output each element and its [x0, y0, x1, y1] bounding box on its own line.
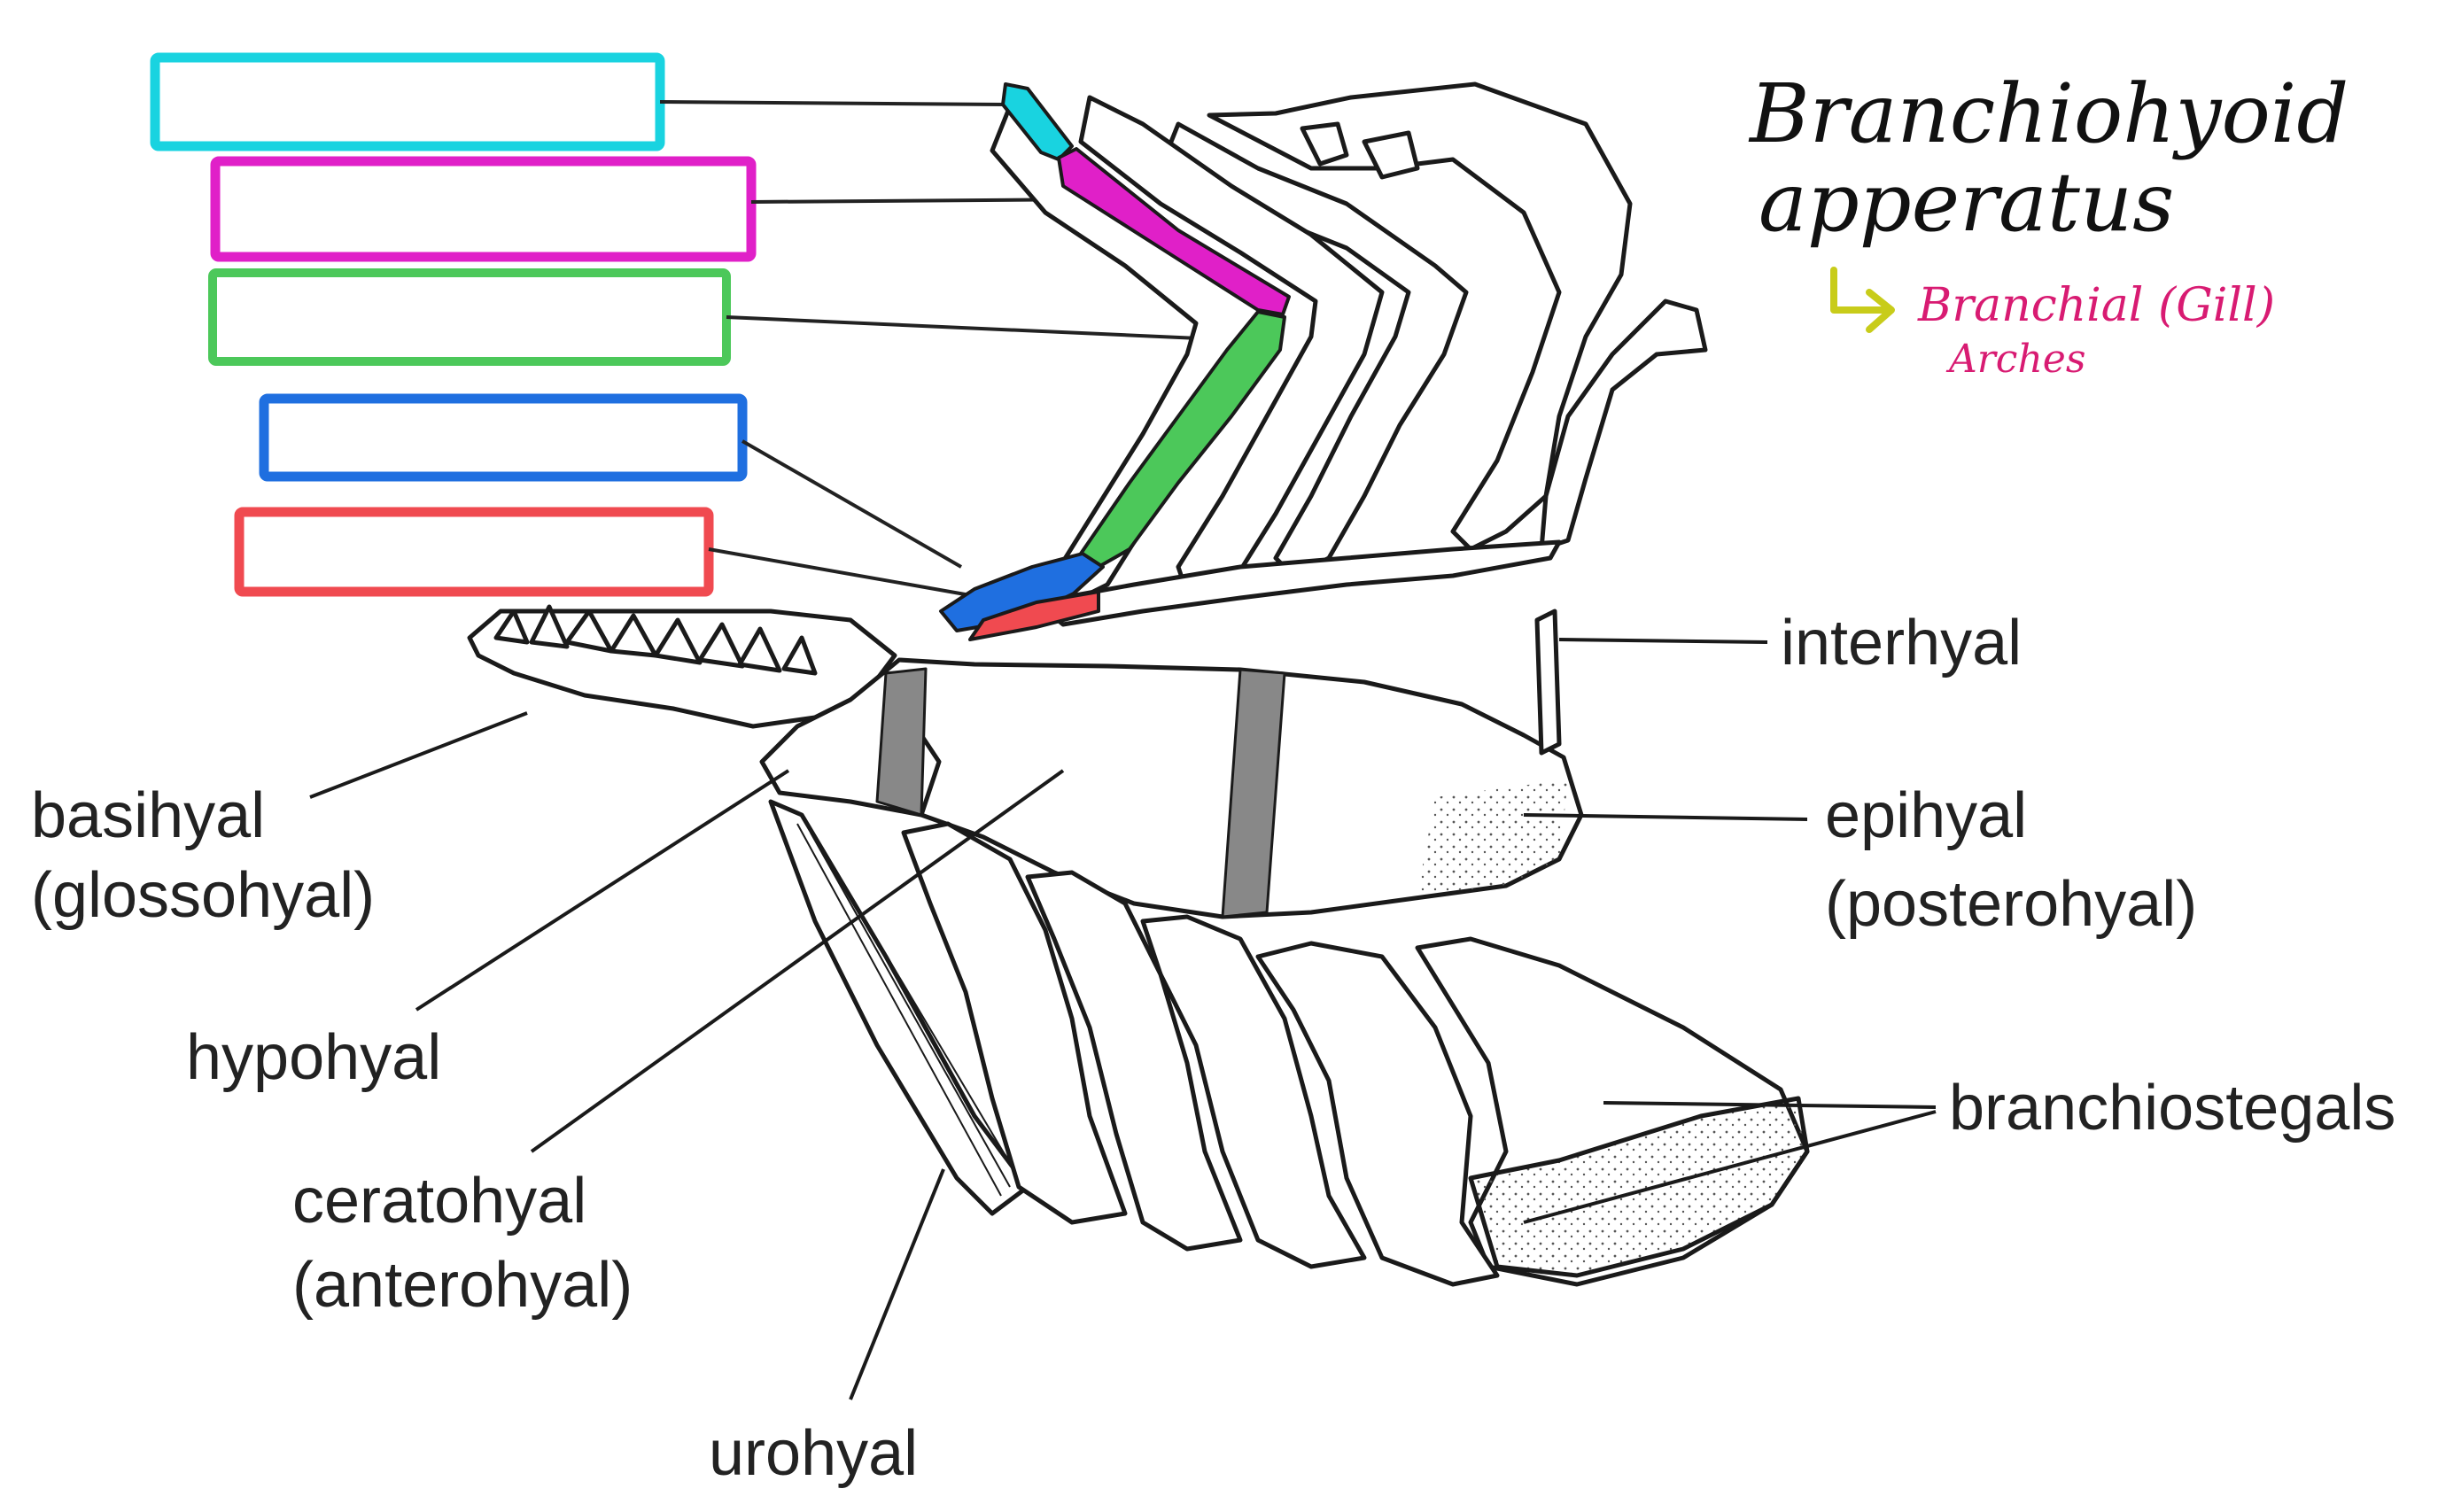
hypobranchial-segment — [939, 552, 1105, 632]
first-arch-colored — [939, 82, 1291, 641]
ceratobranchial-box[interactable] — [208, 268, 731, 366]
label-ceratohyal-alt: (anterohyal) — [292, 1250, 633, 1321]
answer-boxes — [150, 52, 757, 597]
label-hypohyal: hypohyal — [186, 1022, 441, 1093]
label-basihyal: basihyal — [31, 780, 265, 851]
ceratobranchial-segment — [1079, 310, 1286, 569]
epibranchial-box[interactable] — [210, 156, 757, 262]
label-epihyal: epihyal — [1825, 780, 2027, 851]
label-urohyal: urohyal — [709, 1418, 918, 1489]
label-leader-lines — [309, 638, 1937, 1400]
title-line-2: apperatus — [1759, 155, 2174, 250]
label-ceratohyal: ceratohyal — [292, 1166, 586, 1237]
label-epihyal-alt: (posterohyal) — [1825, 869, 2197, 940]
label-branchiostegals: branchiostegals — [1949, 1073, 2395, 1144]
handwritten-title: Branchiohyoid apperatus — [1748, 66, 2349, 250]
urohyal-bone — [768, 799, 1030, 1216]
pharyngobranchial-box[interactable] — [150, 52, 665, 151]
arrow-icon — [1830, 267, 1895, 333]
ceratohyal-epihyal-bone — [759, 657, 1584, 919]
note-line-2: Arches — [1945, 337, 2085, 382]
hypobranchial-box[interactable] — [259, 393, 748, 482]
title-line-1: Branchiohyoid — [1748, 66, 2349, 161]
branchial-note: Branchial (Gill) Arches — [1830, 267, 2275, 382]
basibranchial-segment — [968, 590, 1100, 641]
label-basihyal-alt: (glossohyal) — [31, 860, 375, 931]
printed-labels: interhyal epihyal (posterohyal) basihyal… — [31, 608, 2395, 1489]
teeth — [493, 604, 818, 676]
hyoid-arch — [467, 604, 1584, 1216]
basibranchial-box[interactable] — [234, 507, 714, 597]
branchiostegal-rays — [901, 821, 1810, 1287]
epibranchial-segment — [1057, 147, 1291, 316]
note-line-1: Branchial (Gill) — [1917, 279, 2275, 332]
interhyal-bone — [1534, 609, 1562, 756]
cartilage-band-1 — [875, 667, 928, 817]
cartilage-band-2 — [1221, 668, 1286, 919]
label-interhyal: interhyal — [1781, 608, 2022, 678]
